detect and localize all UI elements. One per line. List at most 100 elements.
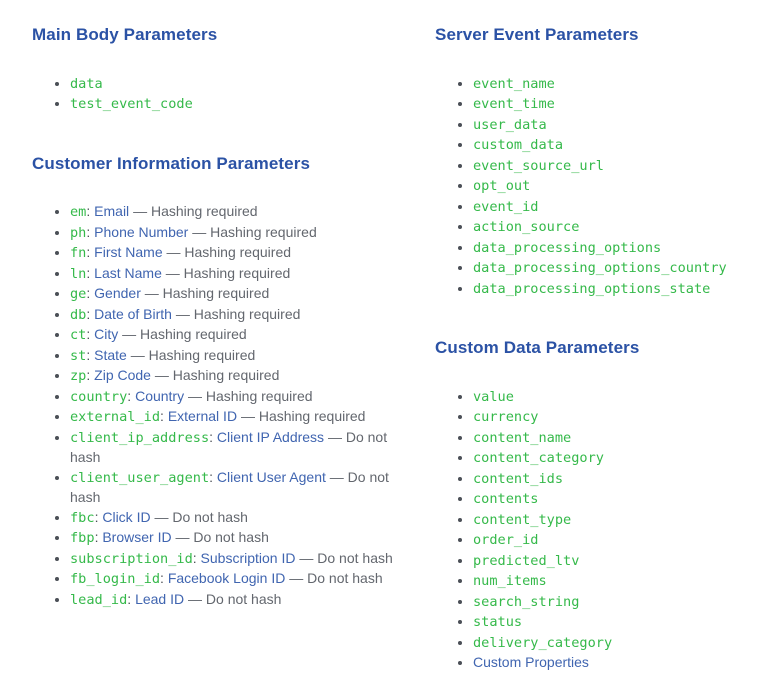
colon-separator: :	[86, 223, 91, 240]
param-code[interactable]: contents	[473, 491, 539, 508]
param-code: ln	[70, 265, 87, 282]
parameter-list: em: Email — Hashing requiredph: Phone Nu…	[32, 202, 404, 610]
list-item: event_id	[473, 197, 763, 218]
param-link[interactable]: External ID	[167, 408, 238, 425]
param-code[interactable]: currency	[473, 409, 539, 426]
list-item: content_name	[473, 428, 763, 449]
param-link[interactable]: Gender	[94, 285, 141, 302]
param-link[interactable]: First Name	[94, 244, 163, 261]
param-link[interactable]: Subscription ID	[200, 549, 296, 566]
param-code[interactable]: content_category	[473, 450, 604, 467]
param-code[interactable]: content_type	[473, 511, 572, 528]
section-main-body-parameters: Main Body Parametersdatatest_event_code	[32, 25, 404, 115]
param-note: — Hashing required	[188, 387, 313, 404]
param-link[interactable]: Browser ID	[102, 529, 172, 546]
param-code[interactable]: order_id	[473, 532, 539, 549]
param-code[interactable]: event_id	[473, 198, 539, 215]
param-link[interactable]: Custom Properties	[473, 654, 589, 671]
list-item: fbp: Browser ID — Do not hash	[70, 528, 404, 549]
list-item: client_ip_address: Client IP Address — D…	[70, 428, 404, 468]
param-link[interactable]: Facebook Login ID	[167, 570, 286, 587]
list-item: client_user_agent: Client User Agent — D…	[70, 468, 404, 508]
param-code: client_user_agent	[70, 469, 210, 486]
param-note: — Do not hash	[188, 590, 282, 607]
colon-separator: :	[86, 244, 91, 261]
param-code[interactable]: value	[473, 388, 514, 405]
section-title: Customer Information Parameters	[32, 153, 311, 173]
param-code[interactable]: event_name	[473, 75, 555, 92]
list-item: opt_out	[473, 176, 763, 197]
param-code[interactable]: status	[473, 614, 523, 631]
section-customer-information-parameters: Customer Information Parameters em: Email…	[32, 153, 404, 611]
param-code[interactable]: data_processing_options	[473, 239, 662, 256]
param-code[interactable]: data_processing_options_country	[473, 260, 727, 277]
param-note: — Do not hash	[70, 428, 388, 466]
section-custom-data-parameters: Custom Data Parameters value currency conte…	[435, 338, 763, 673]
param-link[interactable]: State	[94, 346, 127, 363]
list-item: value	[473, 387, 763, 408]
param-code[interactable]: content_ids	[473, 470, 564, 487]
param-code: external_id	[70, 409, 161, 426]
list-item: predicted_ltv	[473, 551, 763, 572]
param-code[interactable]: content_name	[473, 429, 572, 446]
colon-separator: :	[127, 387, 132, 404]
param-code[interactable]: delivery_category	[473, 634, 613, 651]
param-code[interactable]: action_source	[473, 219, 580, 236]
list-item: fbc: Click ID — Do not hash	[70, 508, 404, 529]
list-item: event_source_url	[473, 156, 763, 177]
param-code[interactable]: num_items	[473, 573, 547, 590]
param-note: — Hashing required	[240, 408, 366, 425]
param-link[interactable]: City	[94, 326, 119, 343]
param-code[interactable]: user_data	[473, 116, 547, 133]
param-code: country	[70, 388, 128, 405]
param-code[interactable]: predicted_ltv	[473, 552, 580, 569]
colon-separator: :	[192, 549, 197, 566]
param-link[interactable]: Date of Birth	[94, 305, 172, 322]
list-item: content_category	[473, 448, 763, 469]
colon-separator: :	[160, 570, 164, 587]
list-item: ph: Phone Number — Hashing required	[70, 223, 404, 244]
list-item: fb_login_id: Facebook Login ID — Do not …	[70, 569, 404, 590]
param-note: — Hashing required	[166, 244, 292, 261]
param-link[interactable]: Client IP Address	[216, 428, 325, 445]
param-code[interactable]: test_event_code	[70, 96, 193, 113]
list-item: custom_data	[473, 135, 763, 156]
param-link[interactable]: Lead ID	[135, 590, 185, 607]
param-code[interactable]: event_source_url	[473, 157, 604, 174]
list-item: ge: Gender — Hashing required	[70, 284, 404, 305]
param-code: lead_id	[70, 591, 128, 608]
param-code: fbp	[70, 530, 95, 547]
list-item: search_string	[473, 592, 763, 613]
colon-separator: :	[86, 285, 91, 302]
param-code[interactable]: custom_data	[473, 137, 564, 154]
param-link[interactable]: Click ID	[102, 508, 151, 525]
param-link[interactable]: Last Name	[94, 264, 162, 281]
param-code: subscription_id	[70, 550, 193, 567]
param-code[interactable]: opt_out	[473, 178, 531, 195]
param-link[interactable]: Email	[94, 203, 130, 220]
param-note: — Do not hash	[70, 468, 389, 506]
colon-separator: :	[86, 346, 91, 363]
param-code[interactable]: data	[70, 75, 103, 92]
section-title: Custom Data Parameters	[435, 338, 640, 358]
list-item: ln: Last Name — Hashing required	[70, 264, 404, 285]
list-item: event_name	[473, 74, 763, 95]
param-code[interactable]: data_processing_options_state	[473, 280, 711, 297]
list-item: zp: Zip Code — Hashing required	[70, 366, 404, 387]
left-column: Main Body Parametersdatatest_event_codeC…	[32, 25, 404, 611]
param-note: — Hashing required	[175, 305, 301, 322]
param-code: client_ip_address	[70, 429, 210, 446]
param-link[interactable]: Zip Code	[94, 367, 151, 384]
param-link[interactable]: Phone Number	[94, 223, 189, 240]
param-code: em	[70, 204, 87, 221]
param-code: ph	[70, 224, 87, 241]
param-link[interactable]: Client User Agent	[216, 468, 326, 485]
param-code: st	[70, 347, 87, 364]
list-item: action_source	[473, 217, 763, 238]
param-code[interactable]: search_string	[473, 593, 580, 610]
param-code[interactable]: event_time	[473, 96, 555, 113]
param-link[interactable]: Country	[135, 387, 185, 404]
list-item: external_id: External ID — Hashing requi…	[70, 407, 404, 428]
param-code: fb_login_id	[70, 571, 161, 588]
list-item: Custom Properties	[473, 653, 763, 673]
